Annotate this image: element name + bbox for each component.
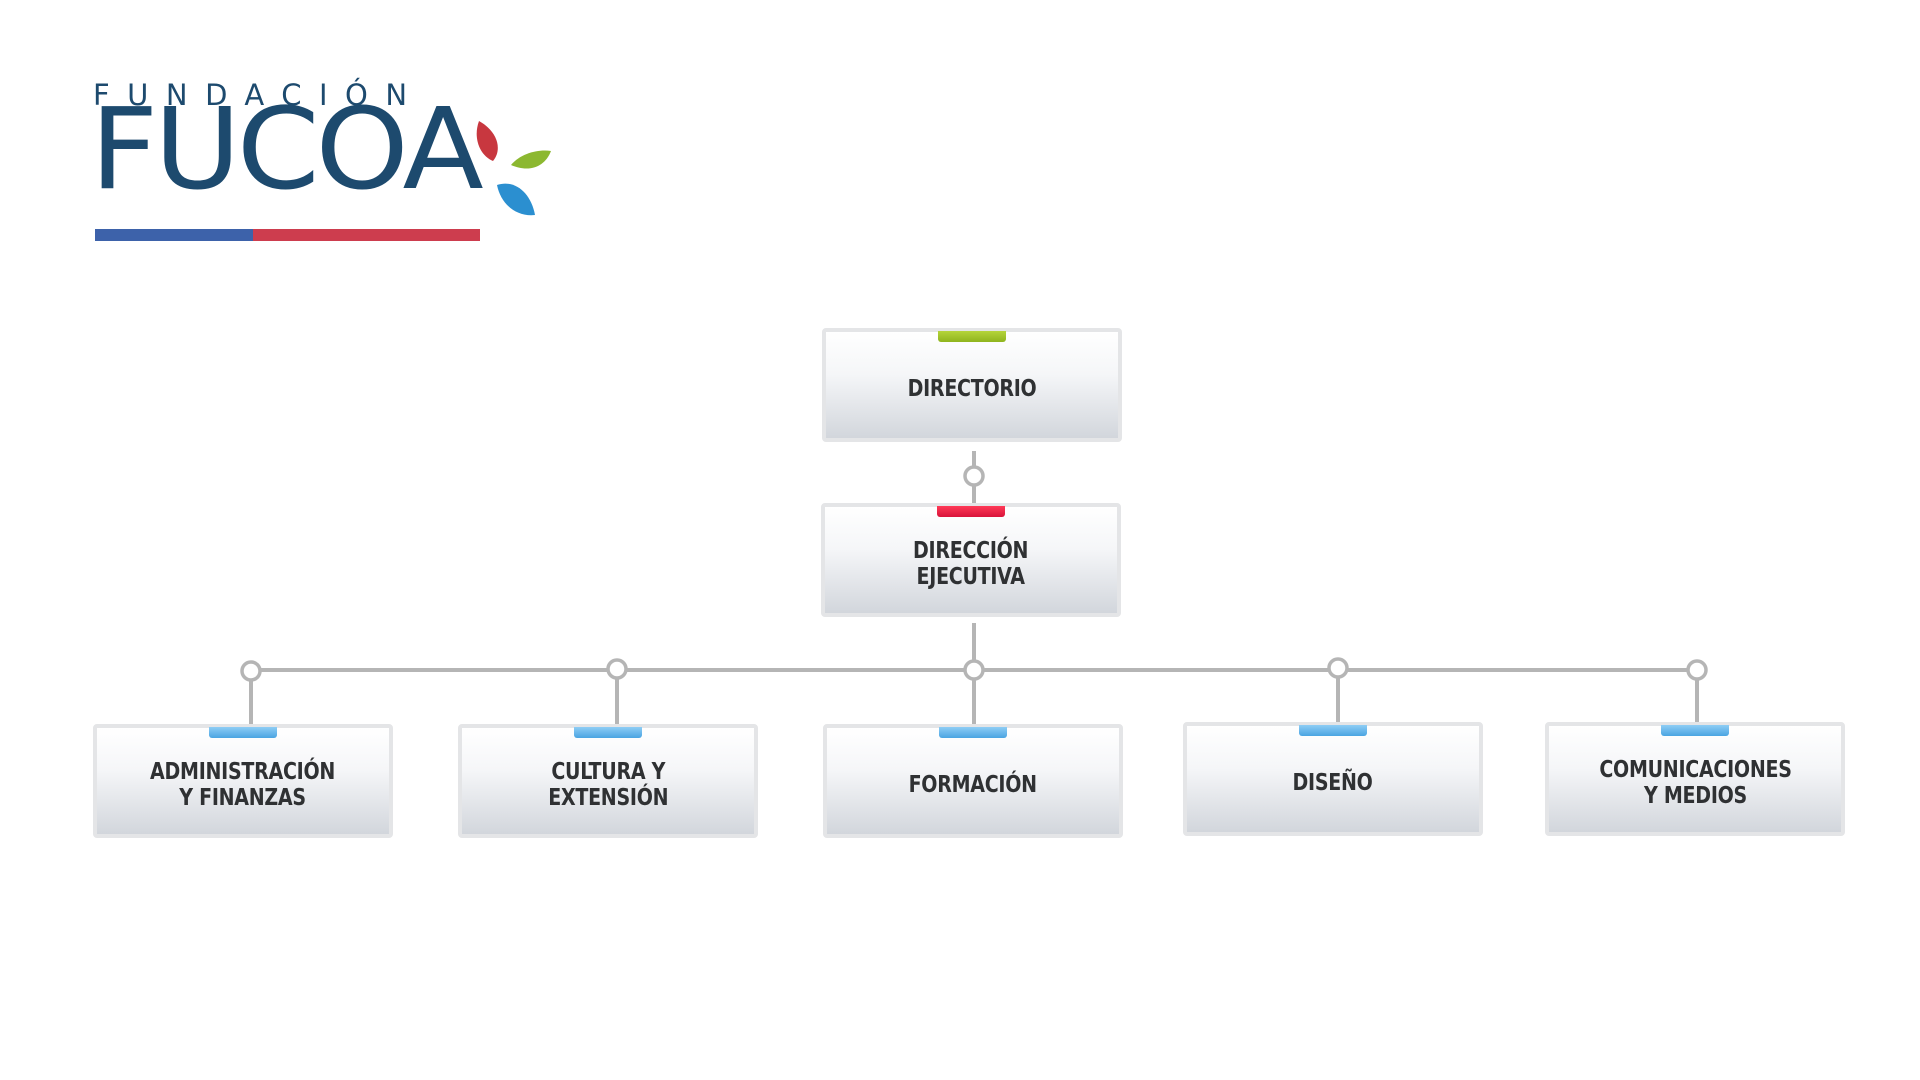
org-box-directorio: DIRECTORIO — [822, 328, 1122, 442]
org-box-direccion-ejecutiva: DIRECCIÓN EJECUTIVA — [821, 503, 1121, 617]
node-dept-5 — [1686, 659, 1708, 681]
box-label: DIRECTORIO — [907, 376, 1037, 402]
accent-tab-red — [937, 506, 1005, 517]
box-label: CULTURA Y EXTENSIÓN — [547, 759, 669, 811]
logo-bar-blue — [95, 229, 253, 241]
accent-tab-blue — [1299, 725, 1367, 736]
logo-top-text: FUNDACIÓN — [93, 78, 425, 112]
node-dept-4 — [1327, 657, 1349, 679]
accent-tab-blue — [1661, 725, 1729, 736]
box-label: FORMACIÓN — [908, 772, 1038, 798]
logo-underline-bar — [95, 229, 480, 241]
box-label: DIRECCIÓN EJECUTIVA — [913, 538, 1029, 590]
accent-tab-blue — [209, 727, 277, 738]
logo-bar-red — [253, 229, 480, 241]
box-label: COMUNICACIONES Y MEDIOS — [1598, 757, 1792, 809]
blue-leaf — [497, 183, 535, 216]
node-dept-1 — [240, 660, 262, 682]
accent-tab-green — [938, 331, 1006, 342]
accent-tab-blue — [939, 727, 1007, 738]
fucoa-logo: FUNDACIÓN FUCOA — [90, 78, 553, 248]
node-dept-2 — [606, 658, 628, 680]
box-label: ADMINISTRACIÓN Y FINANZAS — [150, 759, 336, 811]
logo-main-text: FUCOA — [90, 85, 484, 215]
org-box-administracion: ADMINISTRACIÓN Y FINANZAS — [93, 724, 393, 838]
org-box-comunicaciones: COMUNICACIONES Y MEDIOS — [1545, 722, 1845, 836]
org-box-formacion: FORMACIÓN — [823, 724, 1123, 838]
red-leaf — [476, 121, 498, 161]
green-leaf — [511, 150, 551, 169]
node-dept-3 — [963, 659, 985, 681]
org-box-cultura: CULTURA Y EXTENSIÓN — [458, 724, 758, 838]
org-box-diseno: DISEÑO — [1183, 722, 1483, 836]
box-label: DISEÑO — [1292, 770, 1374, 796]
accent-tab-blue — [574, 727, 642, 738]
node-root-exec — [963, 465, 985, 487]
leaves-icon — [476, 121, 551, 216]
